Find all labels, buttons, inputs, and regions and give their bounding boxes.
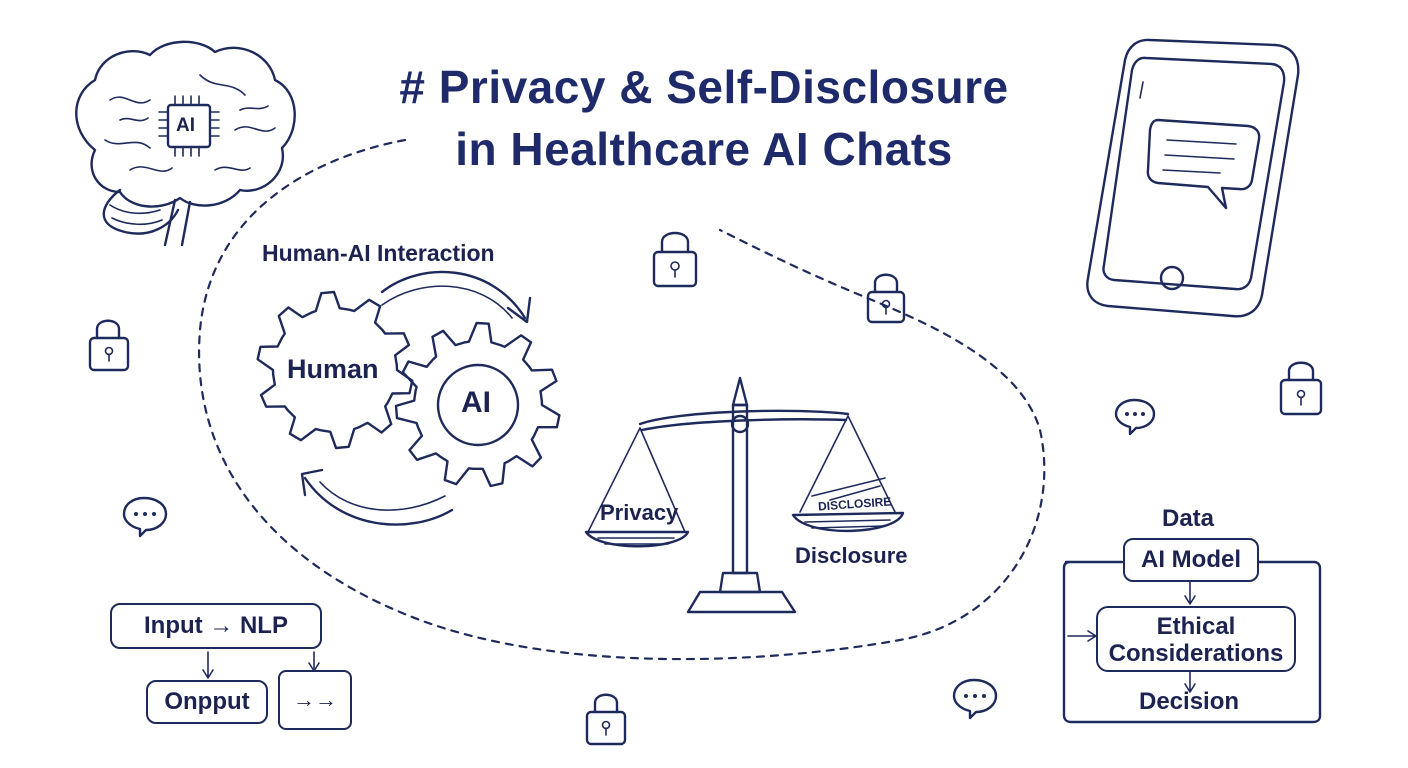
speech-bubble-icon bbox=[122, 496, 168, 538]
human-gear-label: Human bbox=[287, 354, 379, 384]
dashed-cycle-path bbox=[198, 138, 1046, 661]
speech-bubble-icon bbox=[952, 678, 998, 720]
privacy-label: Privacy bbox=[600, 500, 679, 525]
diagram-title-line2: in Healthcare AI Chats bbox=[455, 123, 953, 175]
ethics-line1: Ethical bbox=[1156, 613, 1236, 640]
ethics-line2: Considerations bbox=[1108, 640, 1284, 667]
smartphone-icon bbox=[1086, 38, 1300, 318]
gear-outline bbox=[394, 321, 561, 488]
gear-hub bbox=[436, 363, 520, 447]
ai-gear-label: AI bbox=[461, 386, 491, 419]
ai-model-text: AI Model bbox=[1141, 546, 1241, 573]
gear-icon bbox=[256, 290, 414, 450]
padlock-icon bbox=[866, 273, 906, 324]
brain-icon bbox=[75, 40, 296, 247]
gear-icon bbox=[394, 321, 561, 488]
speech-bubble-icon bbox=[1114, 398, 1156, 436]
interaction-arrow-top bbox=[380, 270, 527, 320]
ethical-considerations-box: Ethical Considerations bbox=[1096, 606, 1296, 672]
left-flow-connectors bbox=[202, 651, 320, 679]
output-box: Onpput bbox=[146, 680, 268, 724]
padlock-icon bbox=[1279, 361, 1323, 416]
decision-label: Decision bbox=[1139, 688, 1240, 715]
disclosure-label: Disclosure bbox=[795, 543, 908, 568]
padlock-icon bbox=[652, 231, 698, 288]
chip-label: AI bbox=[176, 115, 195, 136]
data-label: Data bbox=[1162, 505, 1215, 532]
gear-outline bbox=[256, 290, 414, 450]
arrow-box-text: →→ bbox=[293, 687, 337, 712]
input-nlp-box: Input → NLP bbox=[110, 603, 322, 649]
interaction-heading: Human-AI Interaction bbox=[262, 240, 495, 266]
ai-model-box: AI Model bbox=[1123, 538, 1259, 582]
arrow-box: →→ bbox=[278, 670, 352, 730]
padlock-icon bbox=[88, 319, 130, 372]
balance-scale-icon bbox=[584, 376, 905, 614]
speech-bubble-icon bbox=[1146, 118, 1261, 210]
diagram-title-line1: # Privacy & Self-Disclosure bbox=[399, 61, 1009, 113]
output-text: Onpput bbox=[164, 688, 250, 715]
chip-icon bbox=[158, 95, 220, 157]
input-nlp-text: Input → NLP bbox=[144, 612, 288, 639]
interaction-arrow-bottom bbox=[303, 476, 454, 526]
padlock-icon bbox=[585, 693, 627, 746]
right-flow-frame bbox=[1062, 560, 1322, 724]
